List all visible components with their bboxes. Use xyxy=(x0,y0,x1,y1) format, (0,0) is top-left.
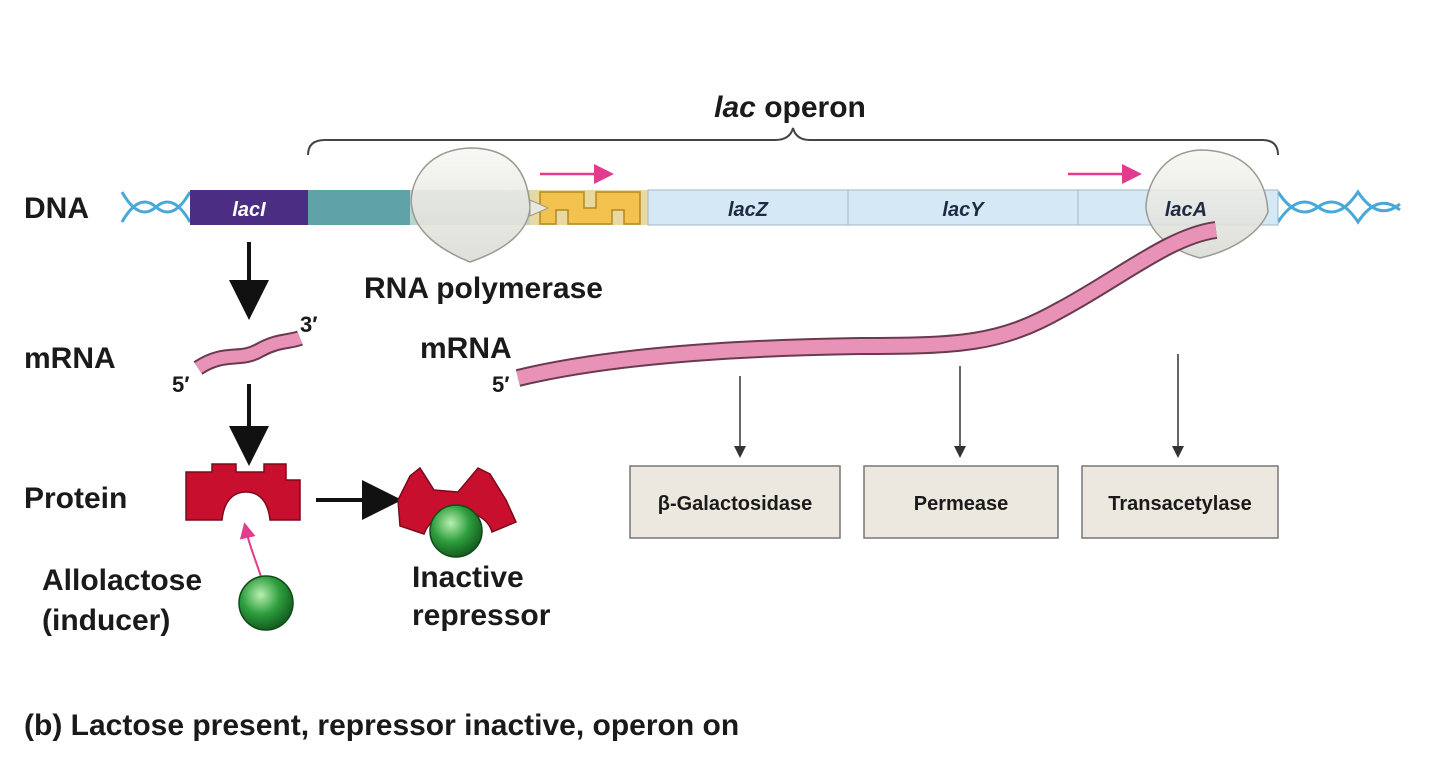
operon-title: lac operon xyxy=(714,91,866,124)
rna-polymerase-icon xyxy=(410,147,531,263)
protein-label: Protein xyxy=(24,482,127,515)
product-transacetylase: Transacetylase xyxy=(1108,493,1251,515)
rna-polymerase-icon xyxy=(1145,149,1269,259)
product-box xyxy=(1081,465,1279,539)
operon-brace xyxy=(307,127,1279,156)
promoter-region xyxy=(308,190,410,225)
operator-site xyxy=(539,191,641,225)
repressor-icon xyxy=(185,463,301,521)
rna-polymerase-label: RNA polymerase xyxy=(364,272,603,305)
lacY-label: lacY xyxy=(942,199,985,221)
inducer-icon xyxy=(429,504,483,558)
allolactose-label: Allolactose xyxy=(42,564,202,597)
five-prime-left: 5′ xyxy=(172,372,190,397)
dna-helix-icon xyxy=(1276,189,1401,225)
inducer-label: (inducer) xyxy=(42,604,170,637)
lacY-gene xyxy=(847,189,1079,226)
dna-helix-icon xyxy=(120,191,192,223)
product-beta-galactosidase: β-Galactosidase xyxy=(658,493,813,515)
inactive-label: Inactive xyxy=(412,561,524,594)
three-prime-left: 3′ xyxy=(300,312,318,337)
mrna-left-label: mRNA xyxy=(24,342,116,375)
product-permease: Permease xyxy=(914,493,1009,515)
lacI-gene xyxy=(190,190,308,225)
product-box xyxy=(629,465,841,539)
lacA-label: lacA xyxy=(1165,199,1207,221)
lacI-label: lacI xyxy=(232,199,266,221)
product-box xyxy=(863,465,1059,539)
repressor-label: repressor xyxy=(412,599,551,632)
lacZ-label: lacZ xyxy=(728,199,769,221)
five-prime-right: 5′ xyxy=(492,372,510,397)
inducer-icon xyxy=(238,575,294,631)
dna-label: DNA xyxy=(24,192,89,225)
figure-caption: (b) Lactose present, repressor inactive,… xyxy=(24,709,739,742)
mrna-right-label: mRNA xyxy=(420,332,512,365)
inducer-binding-arrow xyxy=(239,522,263,581)
